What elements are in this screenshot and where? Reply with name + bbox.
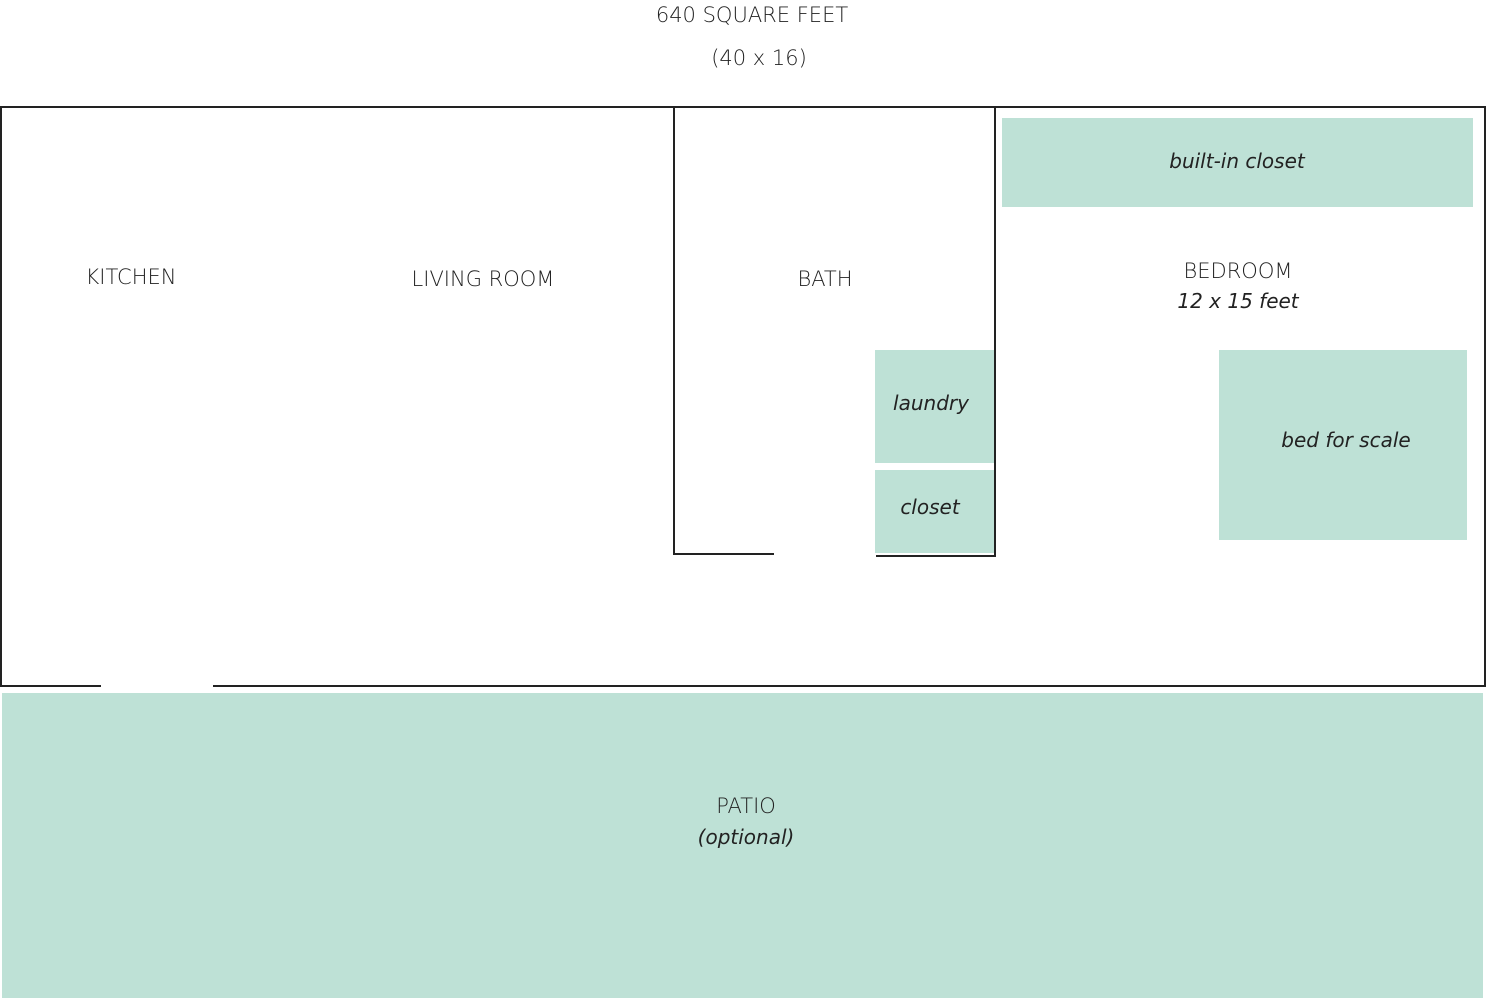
built-in-closet-label: built-in closet [1169, 149, 1306, 173]
closet-area [875, 470, 994, 553]
laundry-label: laundry [893, 391, 970, 415]
patio [2, 693, 1483, 998]
bedroom-wall [876, 107, 996, 557]
bath-wall [673, 107, 774, 555]
patio-note: (optional) [698, 825, 795, 849]
bath-label: BATH [797, 267, 852, 291]
closet-label: closet [900, 495, 961, 519]
plan-title: 640 SQUARE FEET [656, 3, 849, 27]
bedroom-size: 12 x 15 feet [1177, 289, 1299, 313]
exterior-wall [0, 106, 1486, 687]
plan-dimensions: (40 x 16) [711, 46, 807, 70]
kitchen-label: KITCHEN [86, 265, 177, 289]
patio-label: PATIO [716, 794, 776, 818]
laundry-area [875, 350, 994, 463]
built-in-closet [1002, 118, 1473, 207]
bedroom-label: BEDROOM [1184, 259, 1293, 283]
bed [1219, 350, 1467, 540]
bed-label: bed for scale [1281, 428, 1410, 452]
living-room-label: LIVING ROOM [412, 267, 555, 291]
